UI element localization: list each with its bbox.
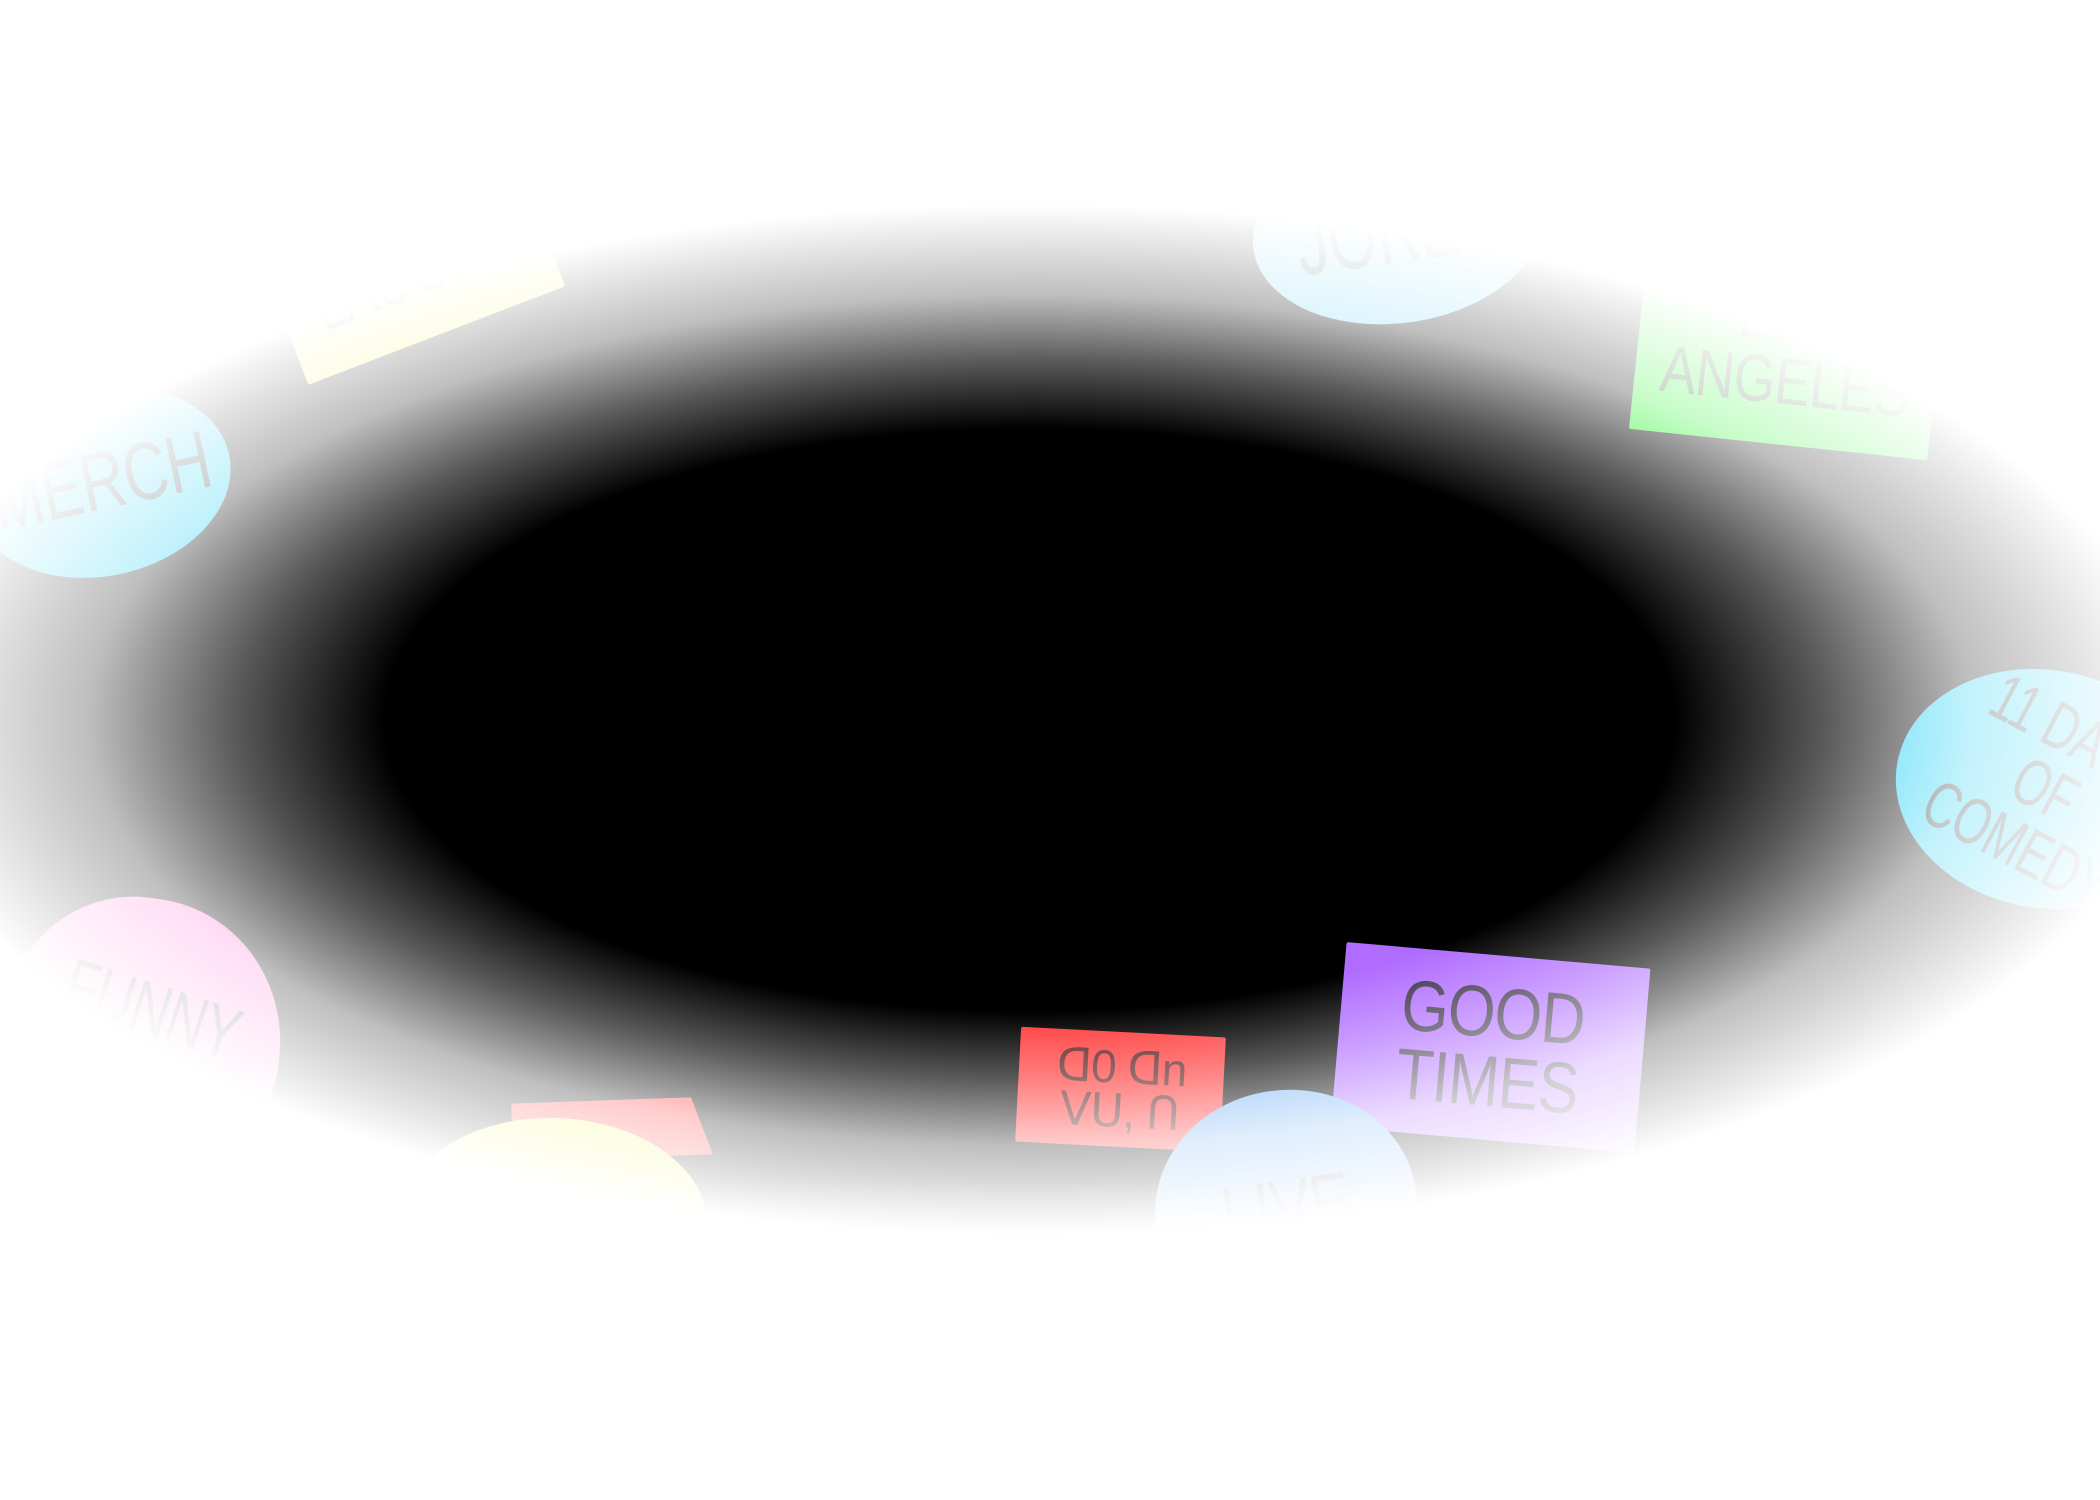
sticker-label: MAY [464, 1174, 645, 1266]
sticker-label: D [0, 1151, 27, 1219]
sticker-label: JOKES [1288, 159, 1508, 298]
bottom-fade-overlay [0, 1180, 2100, 1500]
eleven-days-sticker: 11 DAYS OF COMEDY [1876, 645, 2100, 933]
sticker-label: FUNNY PEOPLE [18, 941, 251, 1148]
sticker-label: A S [0, 271, 47, 389]
starburst-partial-sticker [2048, 210, 2100, 360]
sticker-label: ᗡ0 ᗡn ᐯᑌ, ᑎ [1055, 1037, 1188, 1140]
partial-blue-sticker: A S [0, 246, 87, 415]
sticker-label: MERCH [0, 413, 219, 550]
los-angeles-sticker: LOS ANGELES [1628, 239, 1948, 461]
sticker-label: 11 DAYS OF COMEDY [1910, 658, 2100, 924]
starburst-shape [2048, 216, 2100, 342]
jokes-sticker: JOKES [1240, 115, 1556, 343]
sticker-label: GOOD TIMES [1393, 965, 1589, 1130]
sticker-label: LIVE [1216, 1154, 1356, 1260]
sticker-label: LAUGHS [299, 197, 526, 347]
laughs-sticker: LAUGHS [259, 160, 566, 385]
sticker-label: LOS ANGELES [1656, 276, 1913, 431]
